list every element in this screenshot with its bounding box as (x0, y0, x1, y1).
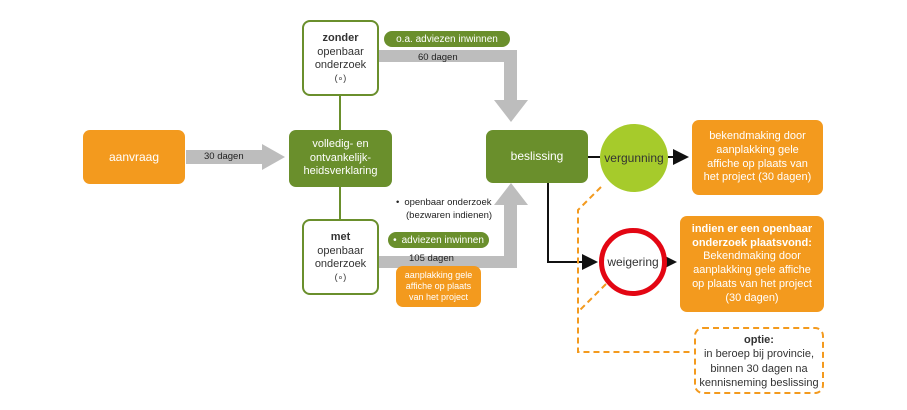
bekendmaking-v-line-2: aanplakking gele (716, 143, 799, 156)
aanplakking-met-box: aanplakking gele affiche op plaats van h… (396, 266, 481, 307)
bekendmaking-w-line-2: aanplakking gele affiche (693, 264, 811, 276)
optie-line-1: in beroep bij provincie, (703, 348, 815, 361)
line-decision-to-weigering (547, 183, 598, 270)
adviezen-met-pill: • adviezen inwinnen (388, 232, 489, 248)
check-line-3: heidsverklaring (303, 165, 378, 178)
arrow-aanvraag-to-check (186, 144, 285, 170)
beslissing-box: beslissing (486, 130, 588, 183)
bekendmaking-w-title-1: indien er een openbaar (691, 222, 813, 235)
zonder-title: zonder (322, 31, 359, 44)
bekendmaking-v-line-4: het project (30 dagen) (703, 171, 812, 184)
arrow-met-to-decision (379, 183, 528, 268)
bekendmaking-w-line-1: Bekendmaking door (703, 250, 801, 263)
bezwaren-indienen-label: (bezwaren indienen) (406, 210, 493, 221)
met-title: met (330, 230, 351, 243)
met-line-1: openbaar (317, 244, 364, 257)
aanplakking-met-line-1: aanplakking gele (404, 270, 473, 281)
bekendmaking-vergunning-box: bekendmaking door aanplakking gele affic… (692, 120, 823, 195)
optie-line-2: binnen 30 dagen na (710, 362, 808, 375)
bekendmaking-w-title-2: onderzoek plaatsvond: (692, 236, 812, 249)
met-openbaar-onderzoek-box: met openbaar onderzoek (∘) (302, 219, 379, 295)
zonder-line-1: openbaar (317, 45, 364, 58)
aanvraag-label: aanvraag (108, 149, 160, 164)
adviezen-met-label: adviezen inwinnen (401, 234, 484, 246)
weigering-label: weigering (607, 255, 659, 269)
met-line-2: onderzoek (314, 258, 367, 271)
arrow-zonder-to-decision (379, 50, 528, 122)
openbaar-onderzoek-bullet: openbaar onderzoek (396, 197, 491, 208)
vergunning-label: vergunning (604, 151, 664, 165)
label-30-dagen: 30 dagen (204, 151, 244, 162)
check-line-2: ontvankelijk- (309, 151, 372, 164)
optie-beroep-box: optie: in beroep bij provincie, binnen 3… (694, 327, 824, 394)
aanvraag-box: aanvraag (83, 130, 185, 184)
completeness-check-box: volledig- en ontvankelijk- heidsverklari… (289, 130, 392, 187)
met-line-3: (∘) (334, 272, 347, 282)
bekendmaking-v-line-1: bekendmaking door (709, 130, 806, 142)
zonder-openbaar-onderzoek-box: zonder openbaar onderzoek (∘) (302, 20, 379, 96)
bekendmaking-w-line-4: (30 dagen) (725, 291, 779, 304)
vergunning-circle: vergunning (600, 124, 668, 192)
weigering-circle: weigering (599, 228, 667, 296)
zonder-line-2: onderzoek (314, 59, 367, 72)
bekendmaking-w-line-3: op plaats van het project (692, 277, 812, 290)
bekendmaking-v-line-3: affiche op plaats van (707, 157, 808, 170)
beslissing-label: beslissing (510, 149, 564, 163)
bekendmaking-weigering-box: indien er een openbaar onderzoek plaatsv… (680, 216, 824, 312)
adviezen-met-bullet: • (393, 234, 397, 246)
label-60-dagen: 60 dagen (418, 52, 458, 63)
dashed-vergunning-to-optie (577, 186, 693, 353)
check-line-1: volledig- en (312, 137, 369, 150)
label-105-dagen: 105 dagen (409, 253, 454, 264)
aanplakking-met-line-3: van het project (408, 291, 469, 302)
adviezen-zonder-pill: o.a. adviezen inwinnen (384, 31, 510, 47)
aanplakking-met-line-2: affiche op plaats (405, 281, 472, 292)
optie-title: optie: (744, 334, 774, 346)
dashed-weigering-to-optie (579, 283, 607, 311)
optie-line-3: kennisneming beslissing (699, 376, 819, 389)
bullet-openbaar-onderzoek: openbaar onderzoek (396, 197, 491, 208)
zonder-line-3: (∘) (334, 73, 347, 83)
